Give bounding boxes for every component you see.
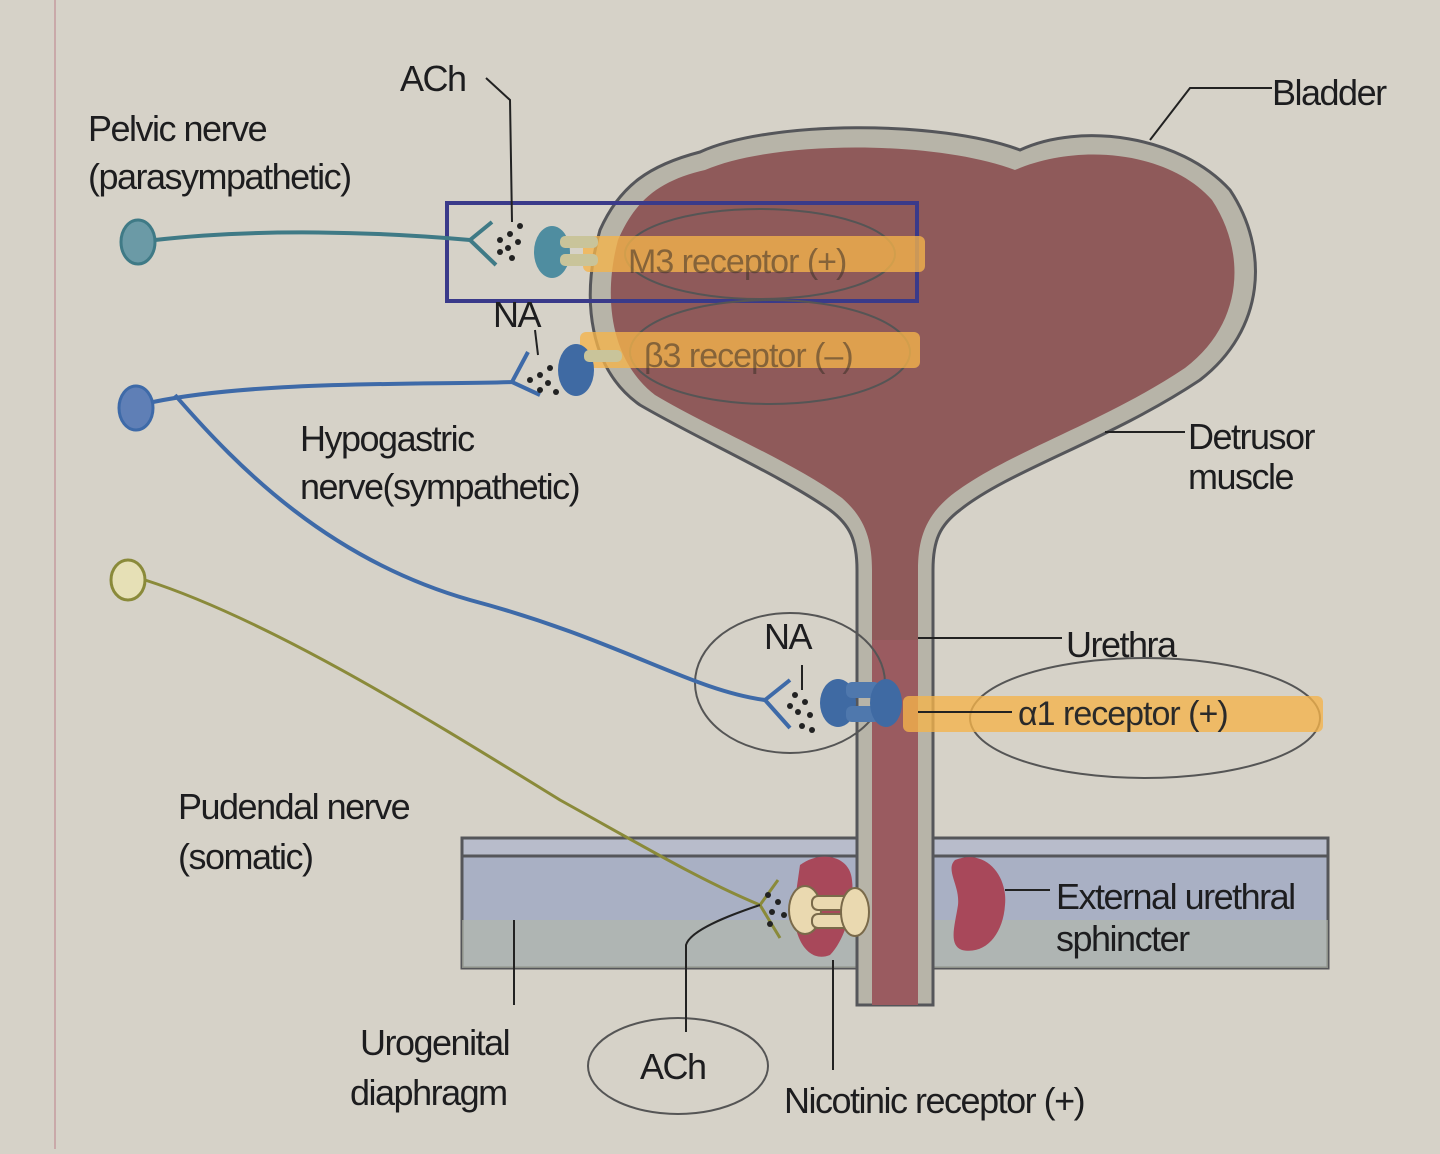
urethra-label: Urethra: [1066, 624, 1177, 665]
na-top-label: NA: [493, 294, 542, 335]
nicotinic-receptor-label: Nicotinic receptor (+): [784, 1080, 1086, 1121]
neuron-cell-body-icon: [119, 218, 157, 266]
beta3-receptor-icon: [558, 344, 622, 396]
bladder-label: Bladder: [1272, 72, 1387, 113]
external-sphincter-label-line2: sphincter: [1056, 918, 1190, 959]
alpha1-receptor-icon: [820, 679, 902, 727]
pelvic-nerve: [119, 218, 598, 278]
vesicle-dots-icon: [527, 365, 559, 395]
neuron-cell-body-icon: [109, 558, 147, 602]
annotation-loop-ach: [587, 1017, 769, 1115]
pelvic-nerve-label: Pelvic nerve: [88, 108, 268, 149]
pudendal-nerve: [109, 558, 870, 939]
sphincter-right: [951, 857, 1006, 951]
pudendal-nerve-type-label: (somatic): [178, 836, 314, 877]
neuron-cell-body-icon: [117, 384, 155, 432]
urogenital-diaphragm-label-line2: diaphragm: [350, 1072, 508, 1113]
pudendal-nerve-label: Pudendal nerve: [178, 786, 411, 827]
na-mid-label: NA: [764, 616, 813, 657]
m3-receptor-icon: [534, 226, 598, 278]
detrusor-label-line2: muscle: [1188, 456, 1295, 497]
beta3-receptor-label: β3 receptor (–): [644, 337, 854, 375]
hypogastric-nerve: [117, 344, 902, 733]
detrusor-label-line1: Detrusor: [1188, 416, 1316, 457]
hypogastric-nerve-label: Hypogastric: [300, 418, 475, 459]
alpha1-receptor-label: α1 receptor (+): [1018, 695, 1229, 733]
highlight-alpha1: [903, 696, 1323, 732]
m3-receptor-label: M3 receptor (+): [628, 243, 847, 281]
leader-lines: [485, 77, 1272, 1070]
vesicle-dots-icon: [787, 692, 815, 733]
ach-bottom-label: ACh: [640, 1046, 707, 1087]
vesicle-dots-icon: [765, 892, 787, 927]
pelvic-nerve-type-label: (parasympathetic): [88, 156, 352, 197]
urogenital-diaphragm-label-line1: Urogenital: [360, 1022, 511, 1063]
nicotinic-receptor-icon: [788, 885, 870, 937]
external-sphincter-label-line1: External urethral: [1056, 876, 1296, 917]
hypogastric-nerve-type-label: nerve(sympathetic): [300, 466, 581, 507]
highlight-m3: [583, 236, 925, 272]
ach-top-label: ACh: [400, 58, 467, 99]
highlight-beta3: [580, 332, 920, 368]
vesicle-dots-icon: [497, 223, 523, 261]
